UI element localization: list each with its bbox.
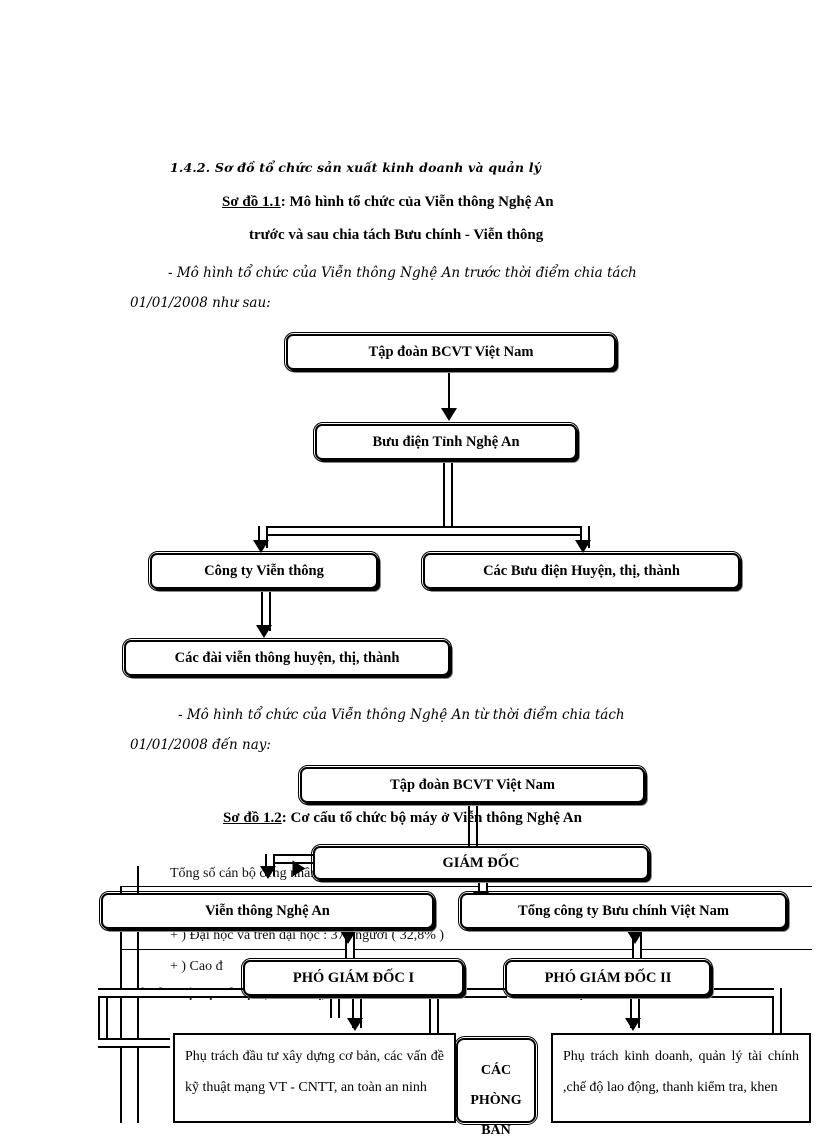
connector-left-drop bbox=[258, 526, 268, 548]
diagram2-title-label: Sơ đồ 1.2 bbox=[223, 810, 282, 826]
diagram1-title-line2: trước và sau chia tách Bưu chính - Viễn … bbox=[249, 227, 544, 243]
diagram2-title-rest: : Cơ cấu tổ chức bộ máy ở Viễn thông Ngh… bbox=[281, 810, 582, 826]
document-page: 1.4.2. Sơ đồ tổ chức sản xuất kinh doanh… bbox=[98, 160, 812, 1138]
arrowhead-3 bbox=[256, 625, 272, 638]
bracket-right-v bbox=[772, 988, 782, 1044]
node-tap-doan: Tập đoàn BCVT Việt Nam bbox=[284, 332, 618, 372]
node-cac-dai-vien-thong: Các đài viễn thông huyện, thị, thành bbox=[122, 638, 452, 678]
arrowhead-d2-left-in bbox=[292, 860, 306, 877]
connector-d2-mid-v2 bbox=[330, 988, 340, 1018]
diagram2-title: Sơ đồ 1.2: Cơ cấu tổ chức bộ máy ở Viễn … bbox=[223, 810, 582, 827]
diagram1-title-label: Sơ đồ 1.1 bbox=[222, 194, 281, 210]
connector-3 bbox=[261, 589, 271, 631]
intro2-line2: 01/01/2008 đến nay: bbox=[130, 737, 271, 753]
arrowhead-left bbox=[253, 540, 269, 553]
overlapped-line-3: + ) Cao đ bbox=[170, 959, 223, 974]
connector-1 bbox=[448, 370, 451, 414]
connector-d2-low1 bbox=[352, 996, 362, 1028]
node-pho-giam-doc-2: PHÓ GIÁM ĐỐC II bbox=[503, 958, 713, 998]
node-tong-cong-ty-buu-chinh: Tổng công ty Bưu chính Việt Nam bbox=[458, 891, 789, 931]
arrowhead-d2-pgd1 bbox=[340, 931, 356, 944]
arrowhead-d2-pgd2 bbox=[627, 931, 643, 944]
node-cac-phong-ban: CÁC PHÒNG BAN bbox=[454, 1036, 538, 1138]
diagram1-title-line1: Sơ đồ 1.1: Mô hình tổ chức của Viễn thôn… bbox=[222, 194, 554, 211]
arrowhead-right bbox=[575, 540, 591, 553]
rule-1 bbox=[120, 886, 812, 888]
node-cong-ty-vien-thong: Công ty Viễn thông bbox=[148, 551, 380, 591]
connector-split bbox=[258, 526, 586, 536]
connector-2 bbox=[443, 460, 453, 530]
connector-d2-left-elbow bbox=[265, 854, 323, 864]
rule-left bbox=[120, 886, 122, 1123]
intro1-line1: - Mô hình tổ chức của Viễn thông Nghệ An… bbox=[168, 265, 637, 281]
connector-right-drop bbox=[580, 526, 590, 548]
section-heading: 1.4.2. Sơ đồ tổ chức sản xuất kinh doanh… bbox=[170, 160, 542, 175]
arrowhead-d2-low1 bbox=[347, 1018, 363, 1031]
node-pho-giam-doc-1: PHÓ GIÁM ĐỐC I bbox=[241, 958, 466, 998]
overlapped-line-2: + ) Đại học và trên đại học : 377 người … bbox=[170, 928, 445, 943]
arrowhead-d2-left bbox=[260, 866, 276, 879]
node-tap-doan-2: Tập đoàn BCVT Việt Nam bbox=[298, 765, 647, 805]
bracket-left-v bbox=[98, 988, 108, 1044]
connector-d2-mid-v bbox=[429, 988, 439, 1038]
connector-d2-right-down bbox=[478, 880, 488, 900]
node-buu-dien-huyen: Các Bưu điện Huyện, thị, thành bbox=[421, 551, 742, 591]
node-vien-thong-nghe-an: Viễn thông Nghệ An bbox=[99, 891, 436, 931]
connector-d2-pgd2 bbox=[632, 929, 642, 959]
rule-2 bbox=[120, 949, 812, 951]
connector-d2-mid-h bbox=[429, 988, 507, 998]
connector-d2-1 bbox=[468, 803, 478, 846]
arrowhead-1 bbox=[441, 408, 457, 421]
diagram1-title-rest: : Mô hình tổ chức của Viễn thông Nghệ An bbox=[280, 194, 554, 210]
bracket-left-h bbox=[98, 988, 248, 998]
connector-d2-left-down bbox=[265, 854, 275, 876]
connector-d2-pgd1 bbox=[345, 929, 355, 959]
bracket-left-h2 bbox=[98, 1038, 170, 1048]
intro1-line2: 01/01/2008 như sau: bbox=[130, 295, 271, 311]
node-phu-trach-kinh-doanh: Phụ trách kinh doanh, quản lý tài chính … bbox=[551, 1033, 811, 1123]
bracket-right-h bbox=[700, 988, 774, 998]
arrowhead-d2-low2 bbox=[625, 1018, 641, 1031]
intro2-line1: - Mô hình tổ chức của Viễn thông Nghệ An… bbox=[178, 707, 625, 723]
node-giam-doc: GIÁM ĐỐC bbox=[311, 844, 651, 882]
node-buu-dien-tinh: Bưu điện Tỉnh Nghệ An bbox=[313, 422, 579, 462]
node-phu-trach-dau-tu: Phụ trách đầu tư xây dựng cơ bản, các vấ… bbox=[173, 1033, 456, 1123]
connector-d2-low2 bbox=[630, 996, 640, 1028]
